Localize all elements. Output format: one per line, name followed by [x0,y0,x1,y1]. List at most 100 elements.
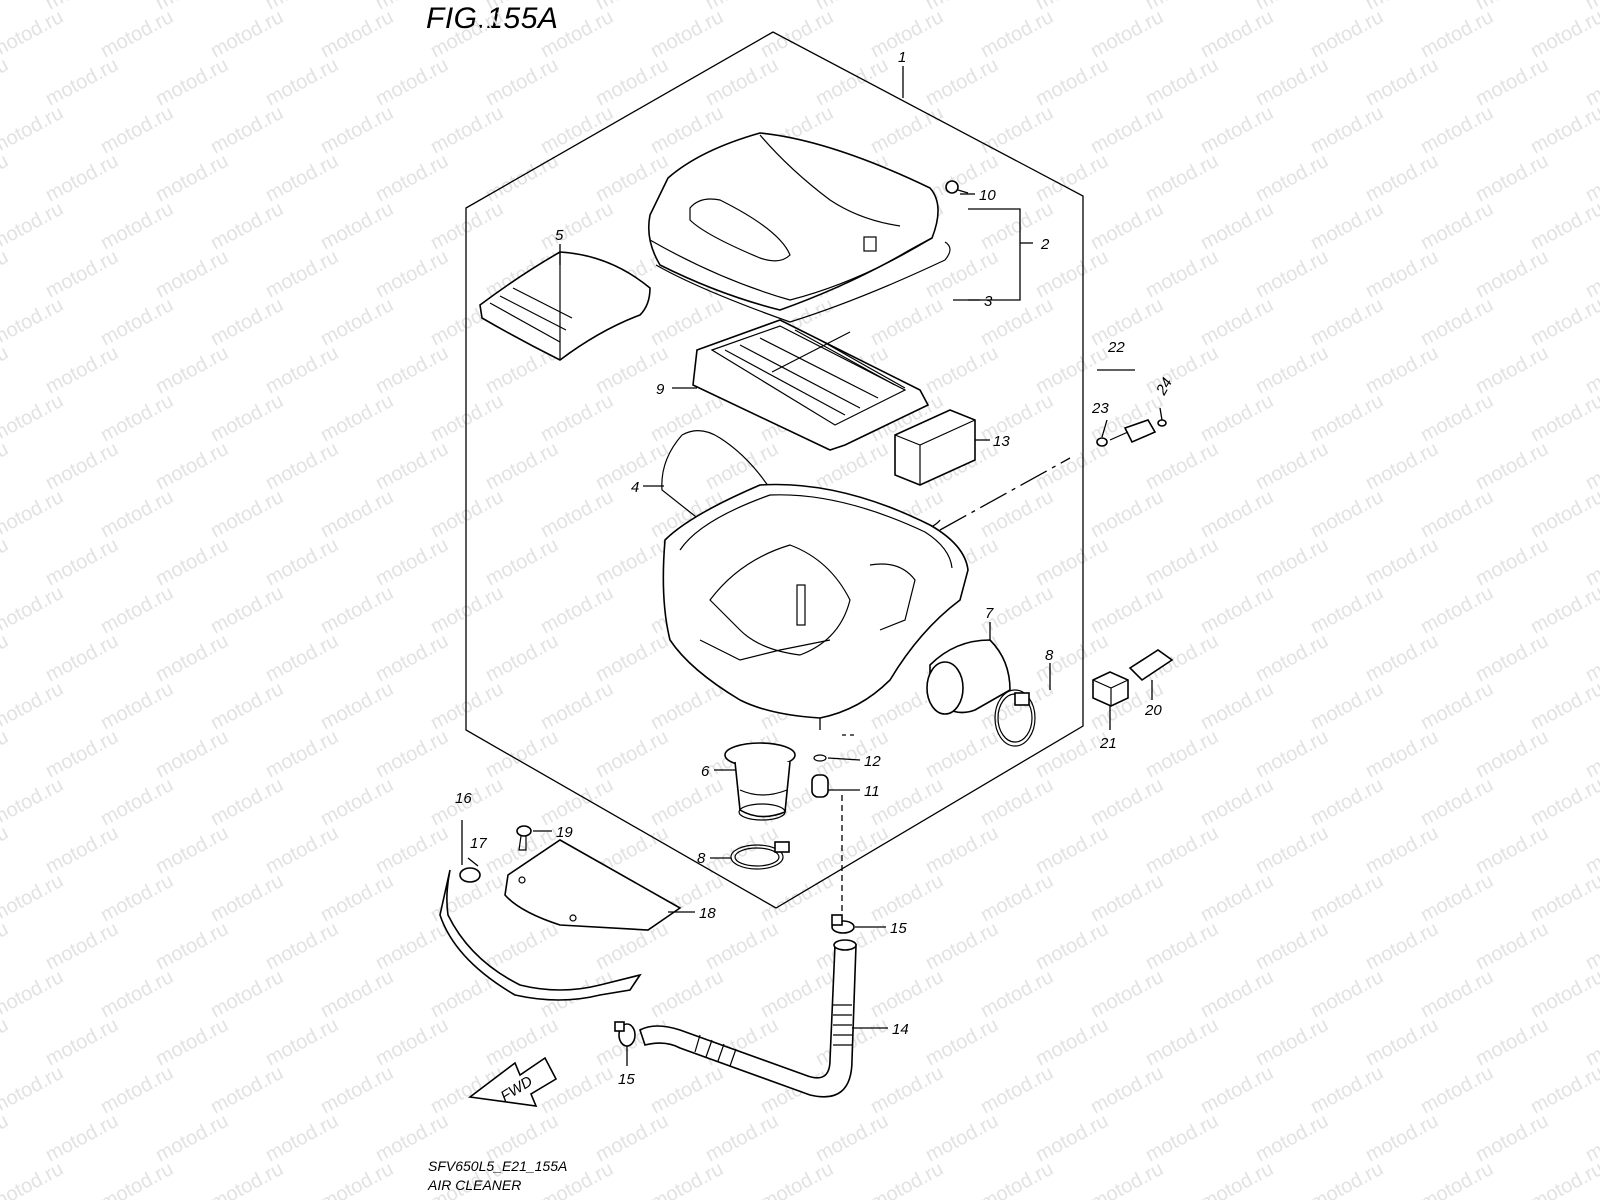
callout-8b: 8 [697,850,706,867]
watermark-text: motod.ru [647,1158,727,1200]
forward-arrow: FWD [467,1056,558,1107]
watermark-text: motod.ru [152,726,232,782]
watermark-text: motod.ru [1472,534,1552,590]
watermark-text: motod.ru [1417,294,1497,350]
watermark-text: motod.ru [427,6,507,62]
watermark-text: motod.ru [317,966,397,1022]
screw-10 [945,180,969,194]
watermark-text: motod.ru [1307,486,1387,542]
watermark-text: motod.ru [867,1158,947,1200]
watermark-text: motod.ru [867,6,947,62]
watermark-text: motod.ru [0,630,12,686]
watermark-text: motod.ru [922,342,1002,398]
watermark-text: motod.ru [0,294,67,350]
watermark-text: motod.ru [1527,102,1600,158]
watermark-text: motod.ru [42,630,122,686]
callout-21: 21 [1099,735,1117,752]
watermark-text: motod.ru [1087,102,1167,158]
watermark-text: motod.ru [152,54,232,110]
callout-9: 9 [656,381,665,398]
watermark-text: motod.ru [1197,966,1277,1022]
callout-10: 10 [979,187,996,204]
watermark-text: motod.ru [647,6,727,62]
watermark-text: motod.ru [1472,726,1552,782]
watermark-text: motod.ru [1362,918,1442,974]
watermark-text: motod.ru [42,918,122,974]
watermark-text: motod.ru [152,342,232,398]
watermark-text: motod.ru [207,774,287,830]
watermark-text: motod.ru [1472,918,1552,974]
watermark-text: motod.ru [372,1014,452,1070]
watermark-text: motod.ru [1527,486,1600,542]
watermark-text: motod.ru [1197,102,1277,158]
watermark-text: motod.ru [0,54,12,110]
watermark-text: motod.ru [1362,630,1442,686]
watermark-text: motod.ru [977,102,1057,158]
callout-7: 7 [985,605,994,622]
watermark-text: motod.ru [1087,870,1167,926]
watermark-text: motod.ru [1307,294,1387,350]
watermark-text: motod.ru [42,534,122,590]
watermark-text: motod.ru [1307,678,1387,734]
watermark-text: motod.ru [1527,1062,1600,1118]
watermark-text: motod.ru [372,630,452,686]
callout-labels: 1 2 3 4 5 6 7 8 8 9 10 11 12 13 14 15 15… [455,49,1176,1088]
watermark-text: motod.ru [1197,678,1277,734]
watermark-text: motod.ru [1032,54,1112,110]
watermark-text: motod.ru [372,342,452,398]
watermark-text: motod.ru [262,1014,342,1070]
callout-14: 14 [892,1021,909,1038]
watermark-text: motod.ru [1142,1110,1222,1166]
cap-11 [811,774,829,798]
watermark-text: motod.ru [262,438,342,494]
watermark-text: motod.ru [1307,390,1387,446]
watermark-text: motod.ru [1087,774,1167,830]
cover-seal [655,241,951,323]
watermark-text: motod.ru [1472,1014,1552,1070]
watermark-text: motod.ru [0,870,67,926]
watermark-text: motod.ru [647,390,727,446]
watermark-text: motod.ru [1032,534,1112,590]
watermark-text: motod.ru [262,726,342,782]
watermark-text: motod.ru [1362,1014,1442,1070]
watermark-text: motod.ru [1252,1110,1332,1166]
watermark-text: motod.ru [0,0,12,14]
watermark-text: motod.ru [1307,966,1387,1022]
watermark-text: motod.ru [207,1158,287,1200]
watermark-text: motod.ru [317,102,397,158]
watermark-text: motod.ru [97,966,177,1022]
watermark-text: motod.ru [702,918,782,974]
watermark-text: motod.ru [867,102,947,158]
watermark-text: motod.ru [0,966,67,1022]
watermark-text: motod.ru [1197,294,1277,350]
watermark-text: motod.ru [1087,582,1167,638]
watermark-text: motod.ru [1307,6,1387,62]
watermark-text: motod.ru [317,6,397,62]
watermark-text: motod.ru [317,870,397,926]
watermark-text: motod.ru [1417,774,1497,830]
watermark-text: motod.ru [1087,1062,1167,1118]
watermark-text: motod.ru [262,918,342,974]
watermark-text: motod.ru [317,198,397,254]
watermark-text: motod.ru [702,54,782,110]
watermark-text: motod.ru [97,294,177,350]
watermark-text: motod.ru [537,678,617,734]
watermark-text: motod.ru [1142,246,1222,302]
watermark-text: motod.ru [97,582,177,638]
watermark-text: motod.ru [1362,246,1442,302]
assembly-outline [465,31,1084,909]
watermark-text: motod.ru [207,6,287,62]
watermark-text: motod.ru [1417,870,1497,926]
watermark-text: motod.ru [1142,54,1222,110]
watermark-text: motod.ru [1087,294,1167,350]
watermark-text: motod.ru [1252,822,1332,878]
watermark-text: motod.ru [812,822,892,878]
watermark-text: motod.ru [1417,6,1497,62]
watermark-text: motod.ru [1472,246,1552,302]
watermark-text: motod.ru [1142,918,1222,974]
callout-15b: 15 [618,1071,635,1088]
watermark-text: motod.ru [0,198,67,254]
watermark-text: motod.ru [922,54,1002,110]
watermark-text: motod.ru [0,1014,12,1070]
watermark-text: motod.ru [152,246,232,302]
